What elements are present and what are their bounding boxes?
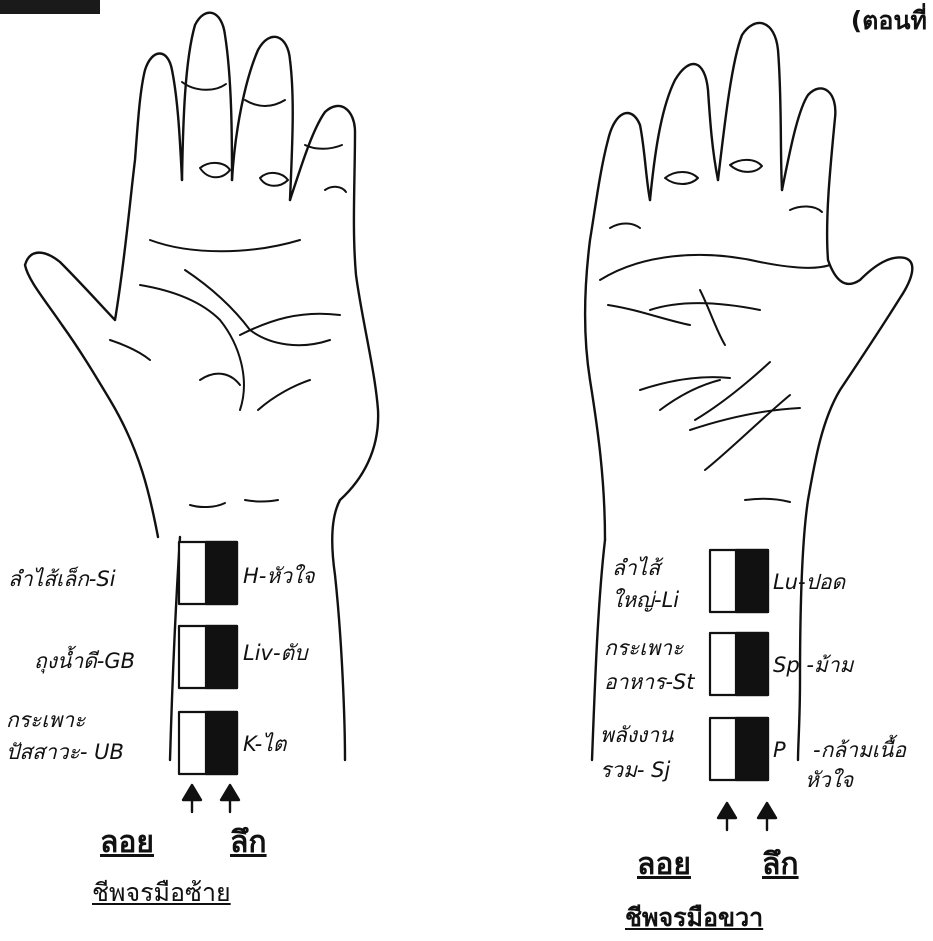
left-superficial-label: ลอย: [100, 828, 154, 858]
right-superficial-label: ลอย: [637, 850, 691, 880]
left-hand-creases: [110, 82, 346, 507]
right-deep-label: ลึก: [762, 850, 799, 880]
right-caption: ชีพจรมือขวา: [625, 905, 763, 930]
right-lu-label: Lu-ปอด: [773, 572, 845, 593]
right-st-label-line1: กระเพาะ: [604, 638, 683, 659]
left-caption: ชีพจรมือซ้าย: [92, 880, 231, 905]
left-si-label: ลำไส้เล็ก-Si: [8, 569, 116, 590]
left-ub-label-line1: กระเพาะ: [6, 710, 85, 731]
right-heart-muscle-label-line1: -กล้ามเนื้อ: [813, 740, 906, 761]
left-deep-label: ลึก: [230, 828, 267, 858]
left-gb-label: ถุงน้ำดี-GB: [34, 651, 135, 672]
left-k-label: K-ไต: [243, 734, 286, 755]
right-pulse-blocks: [710, 550, 768, 780]
left-arrows: [183, 785, 239, 812]
left-pulse-blocks: [179, 542, 237, 774]
left-ub-label-line2: ปัสสาวะ- UB: [6, 742, 124, 763]
right-p-label: P: [773, 740, 786, 761]
right-arrows: [718, 803, 776, 830]
right-sj-label-line2: รวม- Sj: [600, 760, 670, 781]
right-li-label-line1: ลำไส้: [612, 558, 660, 579]
right-li-label-line2: ใหญ่-Li: [612, 590, 679, 611]
right-st-label-line2: อาหาร-St: [604, 672, 694, 693]
left-liv-label: Liv-ตับ: [243, 643, 308, 664]
right-sp-label: Sp -ม้าม: [773, 655, 853, 676]
right-sj-label-line1: พลังงาน: [600, 725, 673, 746]
right-hand-creases: [600, 160, 830, 502]
left-h-label: H-หัวใจ: [243, 566, 315, 587]
right-heart-muscle-label-line2: หัวใจ: [805, 770, 853, 791]
